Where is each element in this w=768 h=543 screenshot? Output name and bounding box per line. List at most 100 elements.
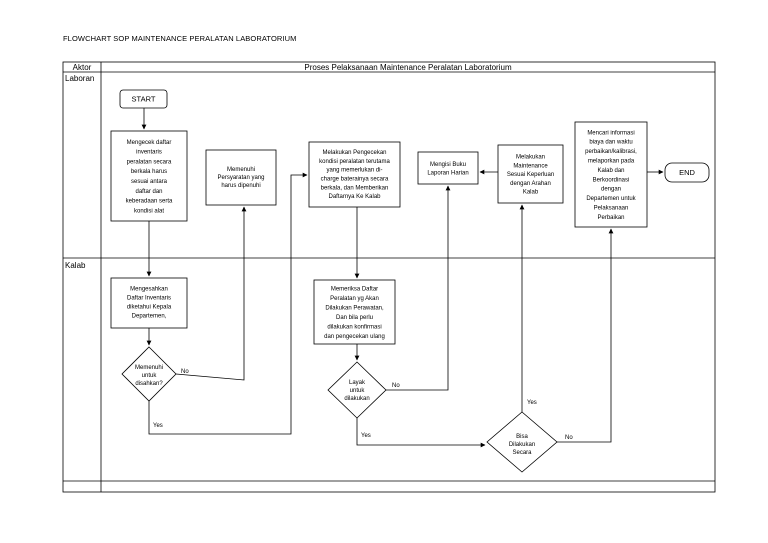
document-title: FLOWCHART SOP MAINTENANCE PERALATAN LABO… [63,34,297,43]
node-text-line: keberadaan serta [126,199,173,205]
node-text-line: END [679,168,695,177]
node-text-line: Laporan Harian [427,170,468,176]
node-text-line: dengan [601,187,621,193]
node-text-line: Memeriksa Daftar [331,286,378,292]
node-text-line: Melakukan [516,155,545,161]
arrow-no-to-informasi [557,228,614,443]
node-text-line: Bisa [516,434,528,440]
node-text-line: berkala harus [131,169,167,175]
node-text-line: Secara [512,450,532,456]
node-text-line: sesuai antara [131,179,168,185]
node-text-line: harus dipenuhi [221,183,260,189]
node-text-line: untuk [142,373,158,379]
node-text-line: biaya dan waktu [589,140,632,146]
node-text-end: END [679,168,695,177]
label-yes-layak: Yes [361,433,371,439]
node-text-start: START [132,95,156,104]
end-terminator [664,162,710,183]
swimlane-table [62,61,716,493]
node-buku-laporan [417,151,479,185]
node-text-line: Departemen, [132,314,167,320]
node-text-line: Memenuhi [227,167,255,173]
label-no-memenuhi: No [181,369,189,375]
node-text-line: kondisi alat [134,208,164,214]
node-text-line: Maintenance [513,163,548,169]
node-mengesahkan [110,277,188,329]
node-text-cek-inventaris: Mengecek daftar inventaris peralatan secar… [126,140,173,215]
node-text-line: peralatan secara [127,159,172,165]
arrow-no-to-buku [386,185,451,391]
node-text-line: Dan bila perlu [336,315,373,321]
node-maintenance [497,144,564,204]
node-cari-informasi [574,121,648,228]
node-text-line: disahkan? [135,381,163,387]
header-process: Proses Pelaksanaan Maintenance Peralatan… [304,63,512,72]
node-texts: START Mengecek daftar inventaris peralatan … [126,95,696,456]
label-no-bisa: No [565,435,573,441]
node-text-line: Mencari informasi [587,130,634,136]
node-text-cari-informasi: Mencari informasi biaya dan waktu perbaika… [585,130,637,221]
node-text-line: Memenuhi [135,365,163,371]
node-text-line: Dilakukan Perawatan, [325,305,384,311]
node-text-line: Melakukan Pengecekan [322,150,386,156]
node-text-line: Pelaksanaan [594,206,629,212]
node-memeriksa [313,279,396,345]
node-text-line: perbaikan/kalibrasi, [585,149,637,155]
start-terminator [119,89,168,109]
node-text-d-layak: Layak untuk dilakukan [344,380,369,402]
arrow-yes-to-bisa [356,418,486,448]
node-text-line: dilakukan [344,396,369,402]
node-text-pengecekan-kondisi: Melakukan Pengecekan kondisi peralatan te… [319,150,390,200]
decision-bisa [486,411,558,473]
node-text-line: dengan Arahan [510,181,551,187]
node-text-line: dilakukan konfirmasi [327,324,381,330]
node-text-line: berkala, dan Memberikan [321,185,389,191]
node-memenuhi-persyaratan [205,149,277,206]
node-text-line: diketahui Kepala [127,305,172,311]
table-border [62,61,716,493]
node-text-line: Layak [349,380,366,386]
node-text-line: Kalab dan [597,168,624,174]
lane-label-kalab: Kalab [65,261,86,270]
node-text-line: Mengesahkan [130,287,168,293]
node-cek-inventaris [110,130,188,222]
node-text-line: Berkoordinasi [593,177,630,183]
node-text-line: Mengecek daftar [127,140,172,146]
node-text-line: Departemen untuk [586,196,636,202]
node-text-line: START [132,95,156,104]
node-text-line: dan pengecekan ulang [324,334,385,340]
label-no-layak: No [392,383,400,389]
node-text-line: kondisi peralatan terutama [319,159,390,165]
node-text-line: charge baterainya secara [321,177,389,183]
arrow-yes-to-pengecekan [148,172,308,435]
node-text-line: Perbaikan [597,215,624,221]
label-yes-memenuhi: Yes [153,423,163,429]
node-pengecekan-kondisi [308,141,401,208]
node-text-line: Mengisi Buku [430,162,466,168]
node-text-line: Kalab [523,190,539,196]
arrow-no-to-persyaratan [175,206,247,381]
connectors [141,108,664,448]
lane-label-laboran: Laboran [65,74,94,83]
node-text-line: daftar dan [135,189,162,195]
node-text-line: inventaris [136,150,162,156]
node-text-line: Dilakukan [509,442,535,448]
node-text-d-memenuhi: Memenuhi untuk disahkan? [135,365,163,387]
node-text-line: Persyaratan yang [217,175,264,181]
node-text-line: melaporkan pada [588,159,635,165]
node-text-line: yang memerlukan di- [326,168,382,174]
node-text-line: Peralatan yg Akan [330,296,379,302]
header-actor: Aktor [73,63,92,72]
node-text-line: untuk [350,388,366,394]
node-text-line: Daftar Inventaris [127,296,171,302]
node-text-line: Sesuai Keperluan [507,172,554,178]
node-text-line: Daftarnya Ke Kalab [328,194,381,200]
label-yes-bisa: Yes [527,400,537,406]
